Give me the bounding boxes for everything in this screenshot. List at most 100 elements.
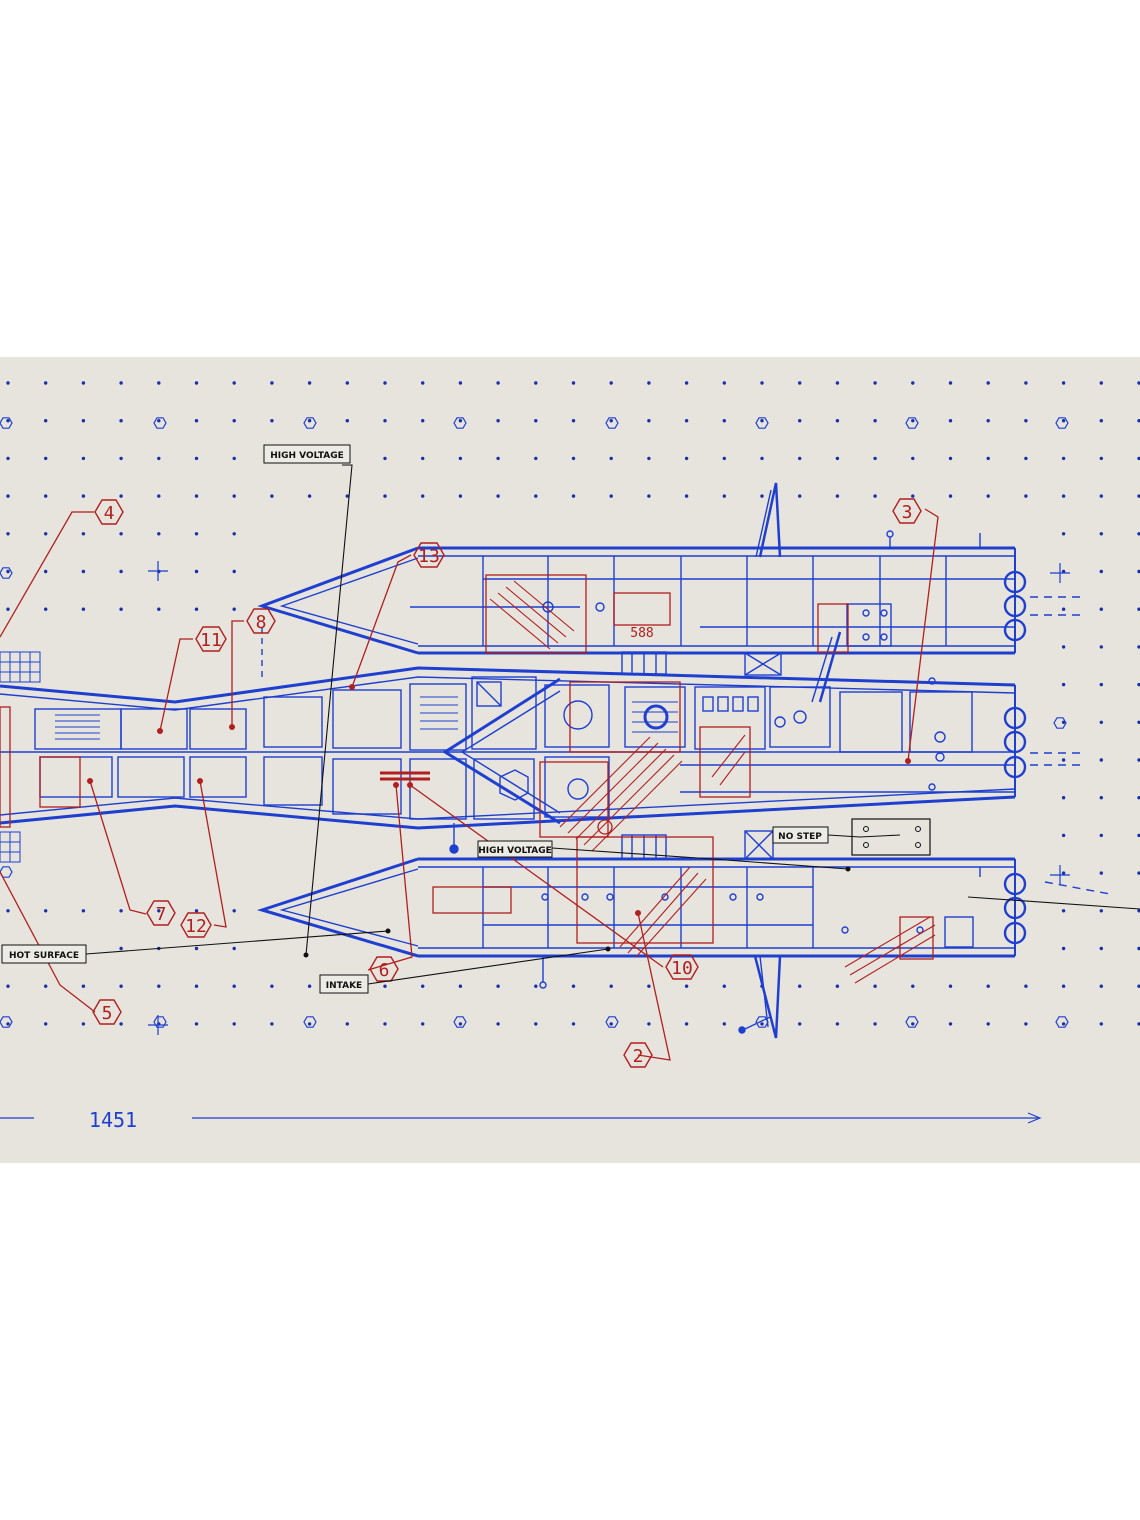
callout-12: 12 xyxy=(180,912,212,938)
callout-3: 3 xyxy=(892,498,922,524)
grid-dot xyxy=(307,381,312,385)
svg-text:7: 7 xyxy=(156,904,167,925)
grid-dot xyxy=(722,381,726,385)
grid-dot xyxy=(307,494,312,498)
grid-dot xyxy=(496,456,500,461)
grid-dot xyxy=(383,494,387,498)
grid-dot xyxy=(44,419,48,423)
grid-dot xyxy=(534,381,538,385)
svg-text:3: 3 xyxy=(902,502,913,523)
hex-marker xyxy=(153,417,167,429)
grid-dot xyxy=(1137,494,1140,498)
grid-dot xyxy=(458,984,463,988)
grid-dot xyxy=(760,419,764,423)
grid-dot xyxy=(948,456,953,461)
grid-dot xyxy=(119,569,123,574)
grid-dot xyxy=(496,984,500,988)
grid-dot xyxy=(1061,833,1066,838)
grid-dot xyxy=(873,494,877,498)
grid-dot xyxy=(81,532,86,536)
grid-dot xyxy=(383,984,387,988)
grid-dot xyxy=(986,419,990,423)
grid-dot xyxy=(798,381,802,385)
high-voltage-label-top: HIGH VOLTAGE xyxy=(263,444,351,464)
grid-dot xyxy=(6,494,10,498)
grid-dot xyxy=(1061,532,1066,536)
grid-dot xyxy=(684,984,689,988)
grid-dot xyxy=(684,494,689,498)
grid-dot xyxy=(609,381,613,385)
grid-dot xyxy=(1061,419,1066,423)
grid-dot xyxy=(81,381,86,385)
callouts: 4 3 13 8 11 7 12 5 6 10 2 xyxy=(92,498,922,1068)
grid-dot xyxy=(1137,833,1140,838)
hex-marker xyxy=(453,417,467,429)
hex-marker xyxy=(303,1016,317,1028)
grid-dot xyxy=(270,381,274,385)
exhaust-dashes xyxy=(1030,596,1111,895)
grid-dot xyxy=(194,607,199,611)
grid-dot xyxy=(798,984,802,988)
hex-marker xyxy=(303,417,317,429)
grid-dot xyxy=(571,456,576,461)
svg-text:4: 4 xyxy=(104,503,115,524)
hot-surface-label: HOT SURFACE xyxy=(1,944,87,964)
hex-marker xyxy=(153,1016,167,1028)
grid-dot xyxy=(1137,569,1140,574)
bow-grids xyxy=(0,651,41,863)
grid-dot xyxy=(194,494,199,498)
grid-dot xyxy=(873,419,877,423)
callout-6: 6 xyxy=(369,956,399,982)
grid-dot xyxy=(1137,909,1140,913)
grid-dot xyxy=(760,494,764,498)
grid-dot xyxy=(1061,758,1066,762)
grid-dot xyxy=(609,984,613,988)
grid-dot xyxy=(6,1022,10,1026)
grid-dot xyxy=(6,381,10,385)
svg-text:10: 10 xyxy=(671,958,693,979)
grid-dot xyxy=(44,1022,48,1026)
grid-dot xyxy=(534,419,538,423)
grid-dot xyxy=(873,381,877,385)
warning-labels: HIGH VOLTAGE HIGH VOLTAGE NO STEP HOT SU… xyxy=(1,444,931,994)
grid-dot xyxy=(1061,946,1066,951)
grid-dot xyxy=(232,607,236,611)
grid-dot xyxy=(571,1022,576,1026)
grid-dot xyxy=(647,984,651,988)
grid-dot xyxy=(157,419,161,423)
grid-dot xyxy=(1137,607,1140,611)
grid-dot xyxy=(6,569,10,574)
grid-dot xyxy=(1137,1022,1140,1026)
grid-dot xyxy=(1137,984,1140,988)
grid-dot xyxy=(119,494,123,498)
grid-dot xyxy=(1137,720,1140,724)
grid-dot xyxy=(760,1022,764,1026)
grid-dot xyxy=(81,569,86,574)
grid-dot xyxy=(6,532,10,536)
grid-dot xyxy=(1099,796,1104,800)
grid-dot xyxy=(194,419,199,423)
grid-dot xyxy=(232,494,236,498)
blueprint-drawing: 588 4 3 13 8 11 7 12 5 6 10 2 xyxy=(0,357,1140,1163)
svg-text:HOT SURFACE: HOT SURFACE xyxy=(9,951,79,961)
grid-dot xyxy=(722,494,726,498)
grid-dot xyxy=(157,909,161,913)
svg-text:6: 6 xyxy=(379,960,390,981)
grid-dot xyxy=(44,569,48,574)
grid-dot xyxy=(194,569,199,574)
grid-dot xyxy=(119,607,123,611)
grid-dot xyxy=(1024,984,1028,988)
grid-dot xyxy=(1137,381,1140,385)
hex-marker xyxy=(0,866,13,878)
grid-dot xyxy=(81,909,86,913)
grid-dot xyxy=(44,984,48,988)
grid-dot xyxy=(911,456,915,461)
hex-marker xyxy=(1055,417,1069,429)
grid-dot xyxy=(1061,984,1066,988)
grid-dot xyxy=(194,1022,199,1026)
hex-marker xyxy=(605,417,619,429)
grid-dot xyxy=(609,419,613,423)
callout-7: 7 xyxy=(146,900,176,926)
grid-dot xyxy=(1099,833,1104,838)
no-step-label: NO STEP xyxy=(772,826,829,844)
